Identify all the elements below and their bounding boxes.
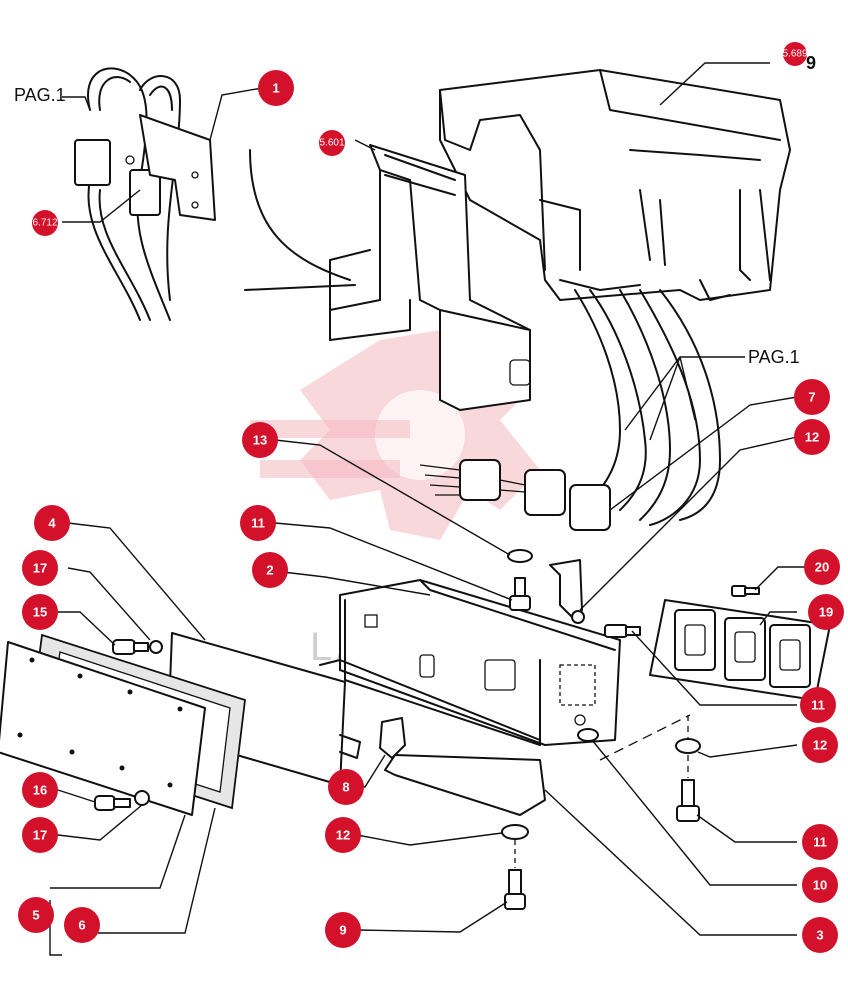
svg-text:8: 8 xyxy=(342,780,349,795)
svg-text:12: 12 xyxy=(805,430,819,445)
svg-text:17: 17 xyxy=(33,828,47,843)
svg-text:5.689: 5.689 xyxy=(782,49,807,60)
svg-text:9: 9 xyxy=(339,923,346,938)
callout-3: 3 xyxy=(802,917,838,953)
washer-12-lower xyxy=(501,824,529,840)
mid-bracket xyxy=(329,144,531,411)
base-plate-3 xyxy=(384,754,546,816)
callout-11-a: 11 xyxy=(240,505,276,541)
washer-17-top xyxy=(149,640,163,654)
washer-12-top xyxy=(571,610,585,624)
callout-5: 5 xyxy=(18,897,54,933)
svg-text:5.601: 5.601 xyxy=(319,138,344,149)
upper-housing xyxy=(439,69,791,301)
screw-15 xyxy=(112,639,149,655)
svg-text:10: 10 xyxy=(813,878,827,893)
callout-10: 10 xyxy=(802,867,838,903)
washer-17-bottom xyxy=(134,790,150,806)
svg-text:11: 11 xyxy=(811,698,825,713)
callout-17-b: 17 xyxy=(22,817,58,853)
leader-lines xyxy=(49,62,810,956)
callout-1: 1 xyxy=(258,70,294,106)
screw-11-top xyxy=(507,549,533,611)
callout-9: 9 xyxy=(325,912,361,948)
svg-text:12: 12 xyxy=(813,738,827,753)
callout-12-a: 12 xyxy=(794,419,830,455)
svg-text:1: 1 xyxy=(272,81,279,96)
svg-text:20: 20 xyxy=(815,560,829,575)
svg-text:15: 15 xyxy=(33,605,47,620)
ref-pag-left: PAG.1 xyxy=(14,85,66,105)
svg-text:11: 11 xyxy=(813,835,827,850)
svg-text:4: 4 xyxy=(48,516,56,531)
screw-16 xyxy=(94,795,131,811)
plate-5 xyxy=(0,641,206,816)
callout-6: 6 xyxy=(64,907,100,943)
svg-text:6.712: 6.712 xyxy=(32,218,57,229)
axis-diagonal xyxy=(599,714,691,761)
guide-line xyxy=(244,284,356,291)
svg-text:3: 3 xyxy=(816,928,823,943)
callout-7: 7 xyxy=(794,379,830,415)
callout-19: 19 xyxy=(808,594,844,630)
callout-12-b: 12 xyxy=(802,727,838,763)
ref-689-suffix: 9 xyxy=(806,53,816,73)
callout-17-a: 17 xyxy=(22,550,58,586)
screw-11-lower-right xyxy=(676,779,700,822)
screw-11-right xyxy=(604,624,641,638)
svg-text:6: 6 xyxy=(78,918,85,933)
ref-badge-689: 5.689 xyxy=(782,42,808,66)
main-tray xyxy=(319,579,621,746)
top-left-harness xyxy=(74,67,216,321)
svg-text:12: 12 xyxy=(336,828,350,843)
callout-20: 20 xyxy=(804,549,840,585)
svg-text:13: 13 xyxy=(253,433,267,448)
connector-plate-19 xyxy=(649,599,831,701)
callout-2: 2 xyxy=(252,552,288,588)
callout-16: 16 xyxy=(22,772,58,808)
callout-15: 15 xyxy=(22,594,58,630)
plate-5-holes xyxy=(17,657,183,788)
svg-text:7: 7 xyxy=(808,390,815,405)
connector-8 xyxy=(379,717,406,759)
central-harness xyxy=(419,289,721,531)
screw-20 xyxy=(731,585,760,597)
callout-8: 8 xyxy=(328,769,364,805)
washer-12-right xyxy=(675,738,701,754)
callout-4: 4 xyxy=(34,505,70,541)
guide-curve xyxy=(249,149,351,281)
svg-text:11: 11 xyxy=(251,516,265,531)
ref-badge-601: 5.601 xyxy=(319,130,345,156)
svg-text:2: 2 xyxy=(266,563,273,578)
ref-badge-712: 6.712 xyxy=(32,210,58,236)
callout-12-c: 12 xyxy=(325,817,361,853)
svg-text:19: 19 xyxy=(819,605,833,620)
callout-13: 13 xyxy=(242,422,278,458)
svg-text:16: 16 xyxy=(33,783,47,798)
plate-4-tab xyxy=(339,734,361,759)
screw-9 xyxy=(504,869,526,910)
callout-11-b: 11 xyxy=(800,687,836,723)
washer-10 xyxy=(577,728,599,742)
ref-pag-right: PAG.1 xyxy=(748,347,800,367)
svg-text:17: 17 xyxy=(33,561,47,576)
svg-text:5: 5 xyxy=(32,908,39,923)
callout-11-c: 11 xyxy=(802,824,838,860)
